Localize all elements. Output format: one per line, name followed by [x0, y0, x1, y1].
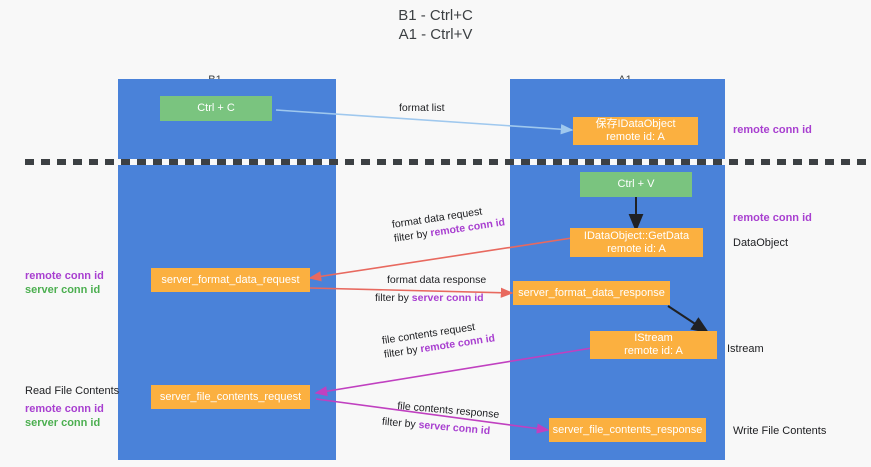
annotation-dataobject: DataObject [733, 237, 789, 249]
annotation-read-file-contents: Read File Contents [25, 385, 120, 397]
annotation-left-server-conn-id: server conn id [25, 284, 101, 296]
edge-label-format-data-response-filter: filter by server conn id [375, 291, 486, 305]
annotation-write-file-contents: Write File Contents [733, 425, 827, 437]
filter-prefix: filter by [381, 415, 420, 431]
node-server-format-data-request[interactable]: server_format_data_request [151, 268, 310, 292]
annotation-remote-conn-id-top: remote conn id [733, 124, 812, 136]
filter-id: server conn id [418, 418, 491, 438]
edge-label-file-contents-request: file contents request filter by remote c… [381, 317, 496, 361]
edge-label-format-data-response-text: format data response [387, 274, 487, 286]
edge-label-format-data-response: format data response filter by server co… [375, 273, 487, 305]
lane-b1-bottom [118, 165, 336, 460]
node-server-file-contents-response[interactable]: server_file_contents_response [549, 418, 706, 442]
annotation-left-remote-conn-id-2: remote conn id [25, 403, 104, 415]
annotation-istream: Istream [727, 343, 764, 355]
edge-label-format-data-request: format data request filter by remote con… [391, 201, 506, 245]
edge-label-format-list: format list [399, 102, 445, 114]
node-save-idataobject[interactable]: 保存IDataObject remote id: A [573, 117, 698, 145]
node-server-format-data-response[interactable]: server_format_data_response [513, 281, 670, 305]
filter-prefix: filter by [375, 292, 412, 304]
lane-a1-bottom [510, 165, 725, 460]
filter-prefix: filter by [393, 227, 432, 245]
page-title: B1 - Ctrl+C A1 - Ctrl+V [398, 7, 473, 43]
node-istream[interactable]: IStream remote id: A [590, 331, 717, 359]
annotation-remote-conn-id-mid: remote conn id [733, 212, 812, 224]
node-idataobject-getdata[interactable]: IDataObject::GetData remote id: A [570, 228, 703, 257]
filter-id: server conn id [411, 292, 484, 304]
annotation-left-server-conn-id-2: server conn id [25, 417, 101, 429]
annotation-left-remote-conn-id: remote conn id [25, 270, 104, 282]
node-ctrl-c[interactable]: Ctrl + C [160, 96, 272, 121]
node-server-file-contents-request[interactable]: server_file_contents_request [151, 385, 310, 409]
node-ctrl-v[interactable]: Ctrl + V [580, 172, 692, 197]
edge-label-file-contents-response: file contents response filter by server … [381, 399, 499, 439]
filter-prefix: filter by [383, 343, 422, 361]
